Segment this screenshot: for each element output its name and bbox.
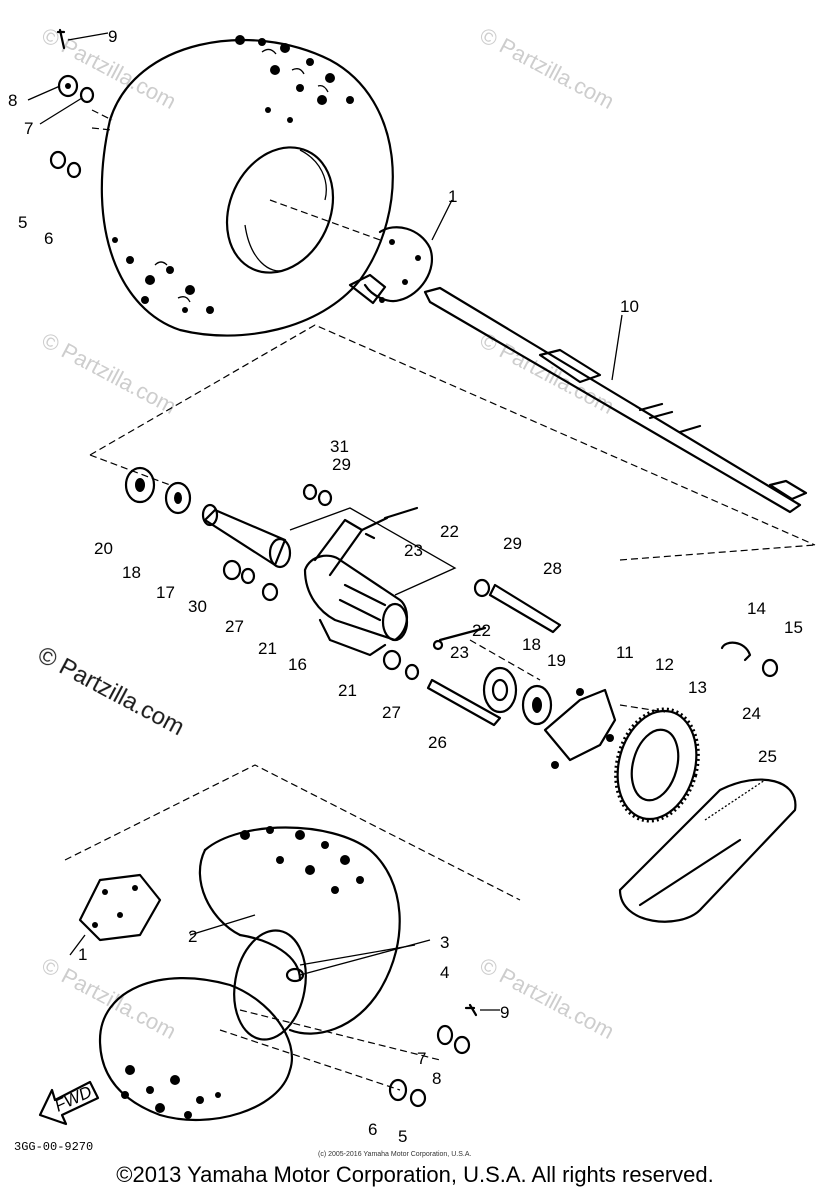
part-label-29a: 29 (332, 455, 351, 474)
part-label-6a: 6 (44, 229, 53, 248)
part-label-25: 25 (758, 747, 777, 766)
part-label-19: 19 (547, 651, 566, 670)
watermark: © Partzilla.com (476, 22, 619, 114)
rear-axle (423, 286, 808, 514)
chain-guard (618, 778, 797, 923)
part-label-27b: 27 (382, 703, 401, 722)
lower-hub (69, 873, 162, 956)
part-label-15: 15 (784, 618, 803, 637)
lower-fasteners (189, 914, 500, 1108)
watermarks: © Partzilla.com © Partzilla.com © Partzi… (33, 22, 618, 1044)
part-label-28: 28 (543, 559, 562, 578)
part-label-8b: 8 (432, 1069, 441, 1088)
part-label-26: 26 (428, 733, 447, 752)
axle-housing-left-parts (124, 466, 292, 602)
part-label-5b: 5 (398, 1127, 407, 1146)
part-label-9b: 9 (500, 1003, 509, 1022)
part-label-8a: 8 (8, 91, 17, 110)
bolts (426, 578, 562, 727)
part-label-23b: 23 (450, 643, 469, 662)
lower-group-outline (64, 764, 521, 901)
part-label-5a: 5 (18, 213, 27, 232)
part-label-7b: 7 (417, 1049, 426, 1068)
part-label-3: 3 (440, 933, 449, 952)
part-label-12: 12 (655, 655, 674, 674)
part-label-16: 16 (288, 655, 307, 674)
upper-tire (100, 35, 394, 337)
part-label-14: 14 (747, 599, 766, 618)
part-label-20: 20 (94, 539, 113, 558)
part-label-31: 31 (330, 437, 349, 456)
small-copyright: (c) 2005-2016 Yamaha Motor Corporation, … (318, 1151, 471, 1158)
part-label-17: 17 (156, 583, 175, 602)
part-label-27a: 27 (225, 617, 244, 636)
part-label-2: 2 (188, 927, 197, 946)
part-label-22b: 22 (472, 621, 491, 640)
watermark: © Partzilla.com (38, 952, 181, 1044)
part-label-6b: 6 (368, 1120, 377, 1139)
part-label-29b: 29 (503, 534, 522, 553)
right-bearings (482, 666, 553, 726)
watermark: © Partzilla.com (38, 327, 181, 419)
sprocket (614, 707, 700, 823)
group-outline (89, 324, 816, 561)
part-label-21a: 21 (258, 639, 277, 658)
part-label-18a: 18 (122, 563, 141, 582)
part-label-13: 13 (688, 678, 707, 697)
part-label-11: 11 (616, 643, 634, 662)
clamp (720, 641, 779, 678)
fwd-arrow: FWD (38, 1080, 100, 1126)
part-label-9a: 9 (108, 27, 117, 46)
upper-left-fasteners (27, 28, 113, 179)
axle-housing (289, 483, 457, 681)
part-label-1a: 1 (448, 187, 457, 206)
lower-tire (98, 826, 401, 1122)
sprocket-hub (543, 688, 666, 769)
part-label-22a: 22 (440, 522, 459, 541)
part-label-23a: 23 (404, 541, 423, 560)
part-label-24: 24 (742, 704, 761, 723)
footer-copyright: ©2013 Yamaha Motor Corporation, U.S.A. A… (116, 1162, 714, 1187)
watermark: © Partzilla.com (476, 952, 619, 1044)
part-label-30: 30 (188, 597, 207, 616)
part-label-7a: 7 (24, 119, 33, 138)
watermark-main: © Partzilla.com (33, 641, 188, 741)
part-label-4: 4 (440, 963, 449, 982)
part-label-10: 10 (620, 297, 639, 316)
part-label-18b: 18 (522, 635, 541, 654)
drawing-code: 3GG-00-9270 (14, 1140, 93, 1154)
part-label-1b: 1 (78, 945, 87, 964)
part-label-21b: 21 (338, 681, 357, 700)
upper-hub (269, 199, 453, 305)
